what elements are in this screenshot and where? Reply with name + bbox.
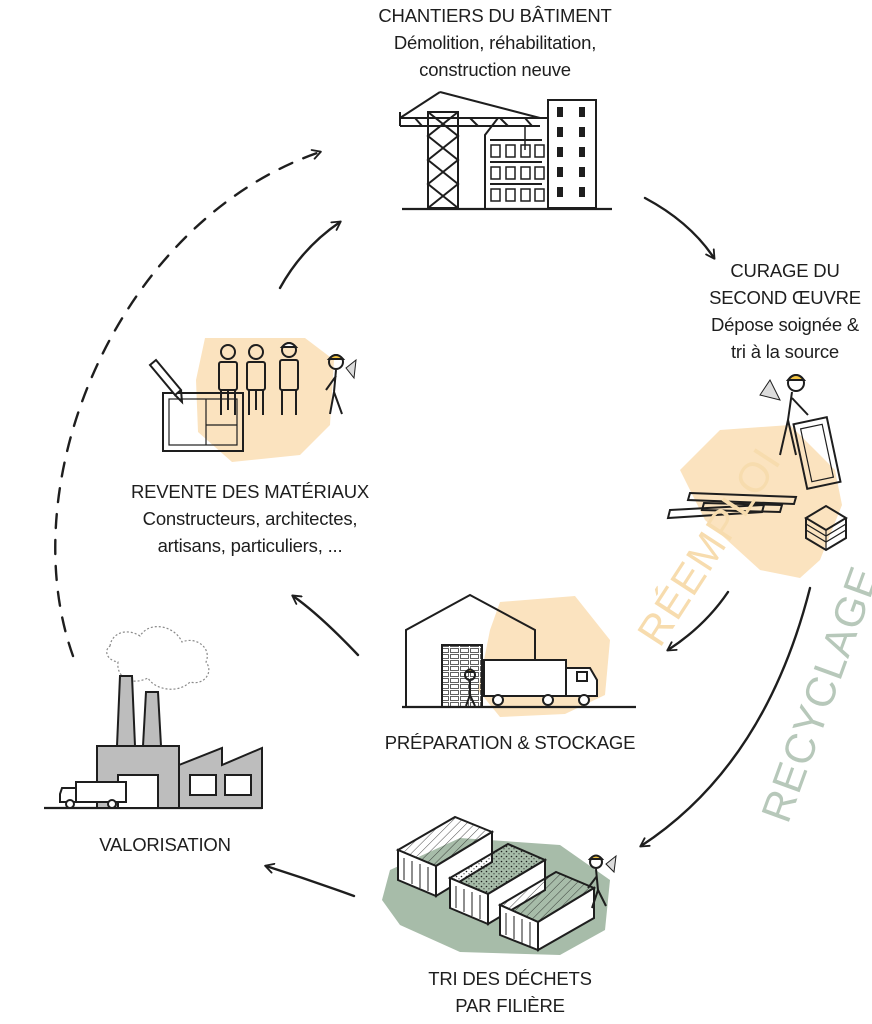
node-curage-line2: tri à la source <box>730 341 840 362</box>
arrow-curage-to-tri <box>639 586 812 848</box>
warehouse-truck-icon <box>402 593 636 717</box>
arrow-curage-to-preparation <box>666 590 730 652</box>
node-curage-label: CURAGE DU SECOND ŒUVRE Dépose soignée & … <box>690 257 872 365</box>
waste-containers-icon <box>382 815 617 955</box>
node-tri-title1: TRI DES DÉCHETS <box>428 968 592 989</box>
node-chantiers-line2: construction neuve <box>419 59 571 80</box>
node-revente-line2: artisans, particuliers, ... <box>157 535 343 556</box>
arrow-tri-to-valorisation <box>264 862 356 898</box>
node-chantiers-title: CHANTIERS DU BÂTIMENT <box>378 5 612 26</box>
people-plan-icon <box>148 338 357 462</box>
node-tri-title2: PAR FILIÈRE <box>455 995 565 1016</box>
node-revente-line1: Constructeurs, architectes, <box>142 508 358 529</box>
node-revente-label: REVENTE DES MATÉRIAUX Constructeurs, arc… <box>110 478 390 559</box>
node-preparation-title: PRÉPARATION & STOCKAGE <box>384 732 636 753</box>
node-curage-title2: SECOND ŒUVRE <box>709 287 861 308</box>
node-valorisation-title: VALORISATION <box>99 834 231 855</box>
arrow-revente-to-chantiers <box>278 220 342 290</box>
node-chantiers-line1: Démolition, réhabilitation, <box>393 32 597 53</box>
worker-window-icon <box>666 374 848 578</box>
arrow-preparation-to-revente <box>291 594 360 657</box>
node-chantiers-label: CHANTIERS DU BÂTIMENT Démolition, réhabi… <box>320 2 670 83</box>
node-valorisation-label: VALORISATION <box>40 831 290 858</box>
node-curage-line1: Dépose soignée & <box>711 314 859 335</box>
cycle-arrows <box>54 149 812 898</box>
node-revente-title: REVENTE DES MATÉRIAUX <box>130 481 370 502</box>
node-tri-label: TRI DES DÉCHETS PAR FILIÈRE <box>380 965 640 1019</box>
crane-building-icon <box>399 91 612 211</box>
arrow-valorisation-to-chantiers-dashed <box>54 149 322 658</box>
node-curage-title1: CURAGE DU <box>730 260 840 281</box>
node-preparation-label: PRÉPARATION & STOCKAGE <box>360 729 660 756</box>
arrow-chantiers-to-curage <box>643 196 716 260</box>
factory-icon <box>44 626 263 810</box>
